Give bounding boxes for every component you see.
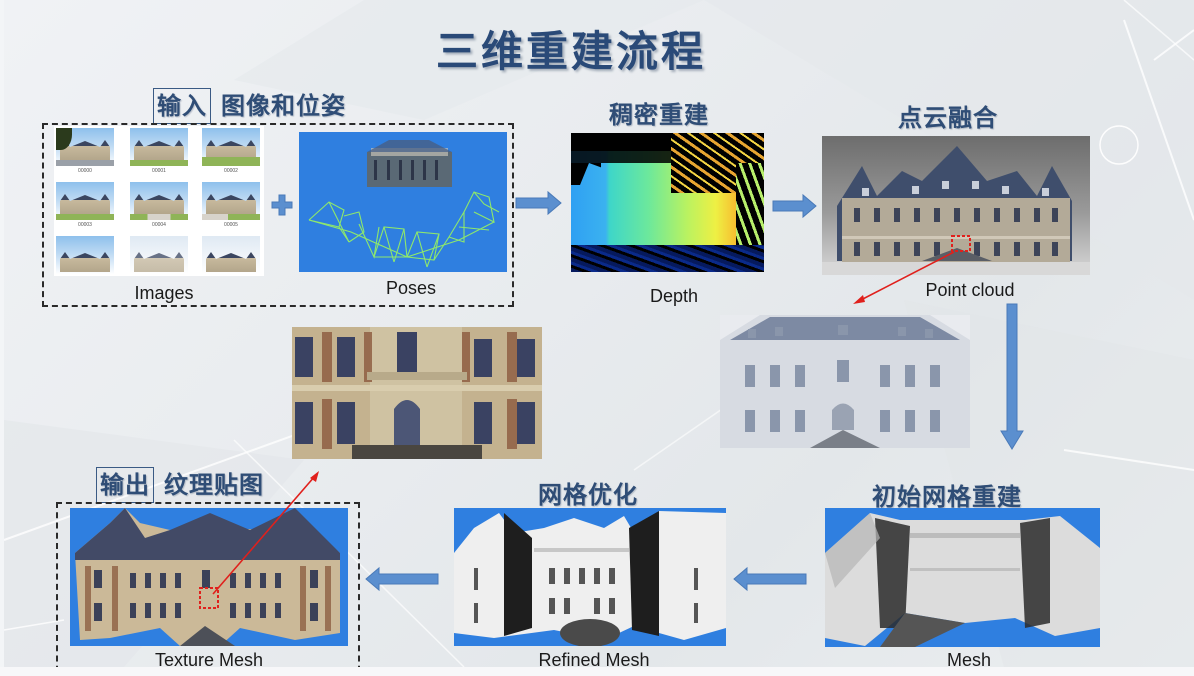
texture-mesh-render <box>70 508 348 646</box>
texture-closeup <box>292 327 542 459</box>
depth-map <box>571 133 764 272</box>
arrow-right-icon <box>515 190 562 216</box>
refined-mesh-caption: Refined Mesh <box>538 650 650 667</box>
image-thumbnail <box>56 128 114 166</box>
arrow-down-icon <box>1000 303 1024 450</box>
camera-poses-graphic <box>308 140 500 268</box>
dense-heading: 稠密重建 <box>609 100 709 129</box>
fusion-heading: 点云融合 <box>898 103 998 132</box>
input-heading-text: 图像和位姿 <box>221 91 346 120</box>
output-heading: 输出纹理贴图 <box>96 465 264 503</box>
zoom-pointer-arrow <box>212 471 319 595</box>
arrow-left-icon <box>365 566 439 592</box>
image-thumbnail <box>202 236 260 274</box>
thumbnail-label: 00000 <box>78 168 92 174</box>
arrow-left-icon <box>733 566 807 592</box>
poses-caption: Poses <box>385 278 437 298</box>
bottom-strip <box>0 667 1194 676</box>
image-thumbnail <box>130 182 188 220</box>
images-grid: 00000 00001 00002 00003 00004 00005 <box>54 126 264 276</box>
image-thumbnail <box>56 182 114 220</box>
refined-mesh-render <box>454 508 726 646</box>
texture-mesh-caption: Texture Mesh <box>154 650 264 667</box>
camera-frustums <box>308 191 500 268</box>
output-heading-text: 纹理贴图 <box>164 470 264 499</box>
point-cloud-render <box>822 136 1090 275</box>
thumbnail-label: 00004 <box>152 222 166 228</box>
thumbnail-label: 00005 <box>224 222 238 228</box>
poses-render <box>299 132 507 272</box>
plus-icon <box>271 194 293 216</box>
slide: 三维重建流程 输入图像和位姿 00000 00001 00002 00003 0… <box>4 0 1194 667</box>
input-tag: 输入 <box>153 88 211 124</box>
output-dashed-frame <box>56 502 360 667</box>
thumbnail-label: 00002 <box>224 168 238 174</box>
initial-mesh-heading: 初始网格重建 <box>872 482 1022 511</box>
zoom-pointer-arrow <box>853 251 955 304</box>
image-thumbnail <box>56 236 114 274</box>
point-cloud-building <box>822 146 1090 275</box>
arrow-right-icon <box>772 193 817 219</box>
highlight-box <box>951 235 971 252</box>
image-thumbnail <box>130 128 188 166</box>
mesh-caption: Mesh <box>946 650 991 667</box>
refine-heading: 网格优化 <box>538 480 638 509</box>
highlight-box <box>199 587 219 609</box>
image-thumbnail <box>130 236 188 274</box>
thumbnail-label: 00003 <box>78 222 92 228</box>
slide-title: 三维重建流程 <box>436 27 707 76</box>
mesh-render <box>825 508 1100 647</box>
depth-caption: Depth <box>649 286 699 306</box>
image-thumbnail <box>202 182 260 220</box>
input-dashed-frame <box>42 123 514 307</box>
output-tag: 输出 <box>96 467 154 503</box>
point-cloud-caption: Point cloud <box>925 280 1015 300</box>
images-caption: Images <box>134 283 194 303</box>
point-cloud-closeup <box>720 315 970 448</box>
sparse-building <box>367 140 452 187</box>
input-heading: 输入图像和位姿 <box>153 86 346 124</box>
thumbnail-label: 00001 <box>152 168 166 174</box>
image-thumbnail <box>202 128 260 166</box>
